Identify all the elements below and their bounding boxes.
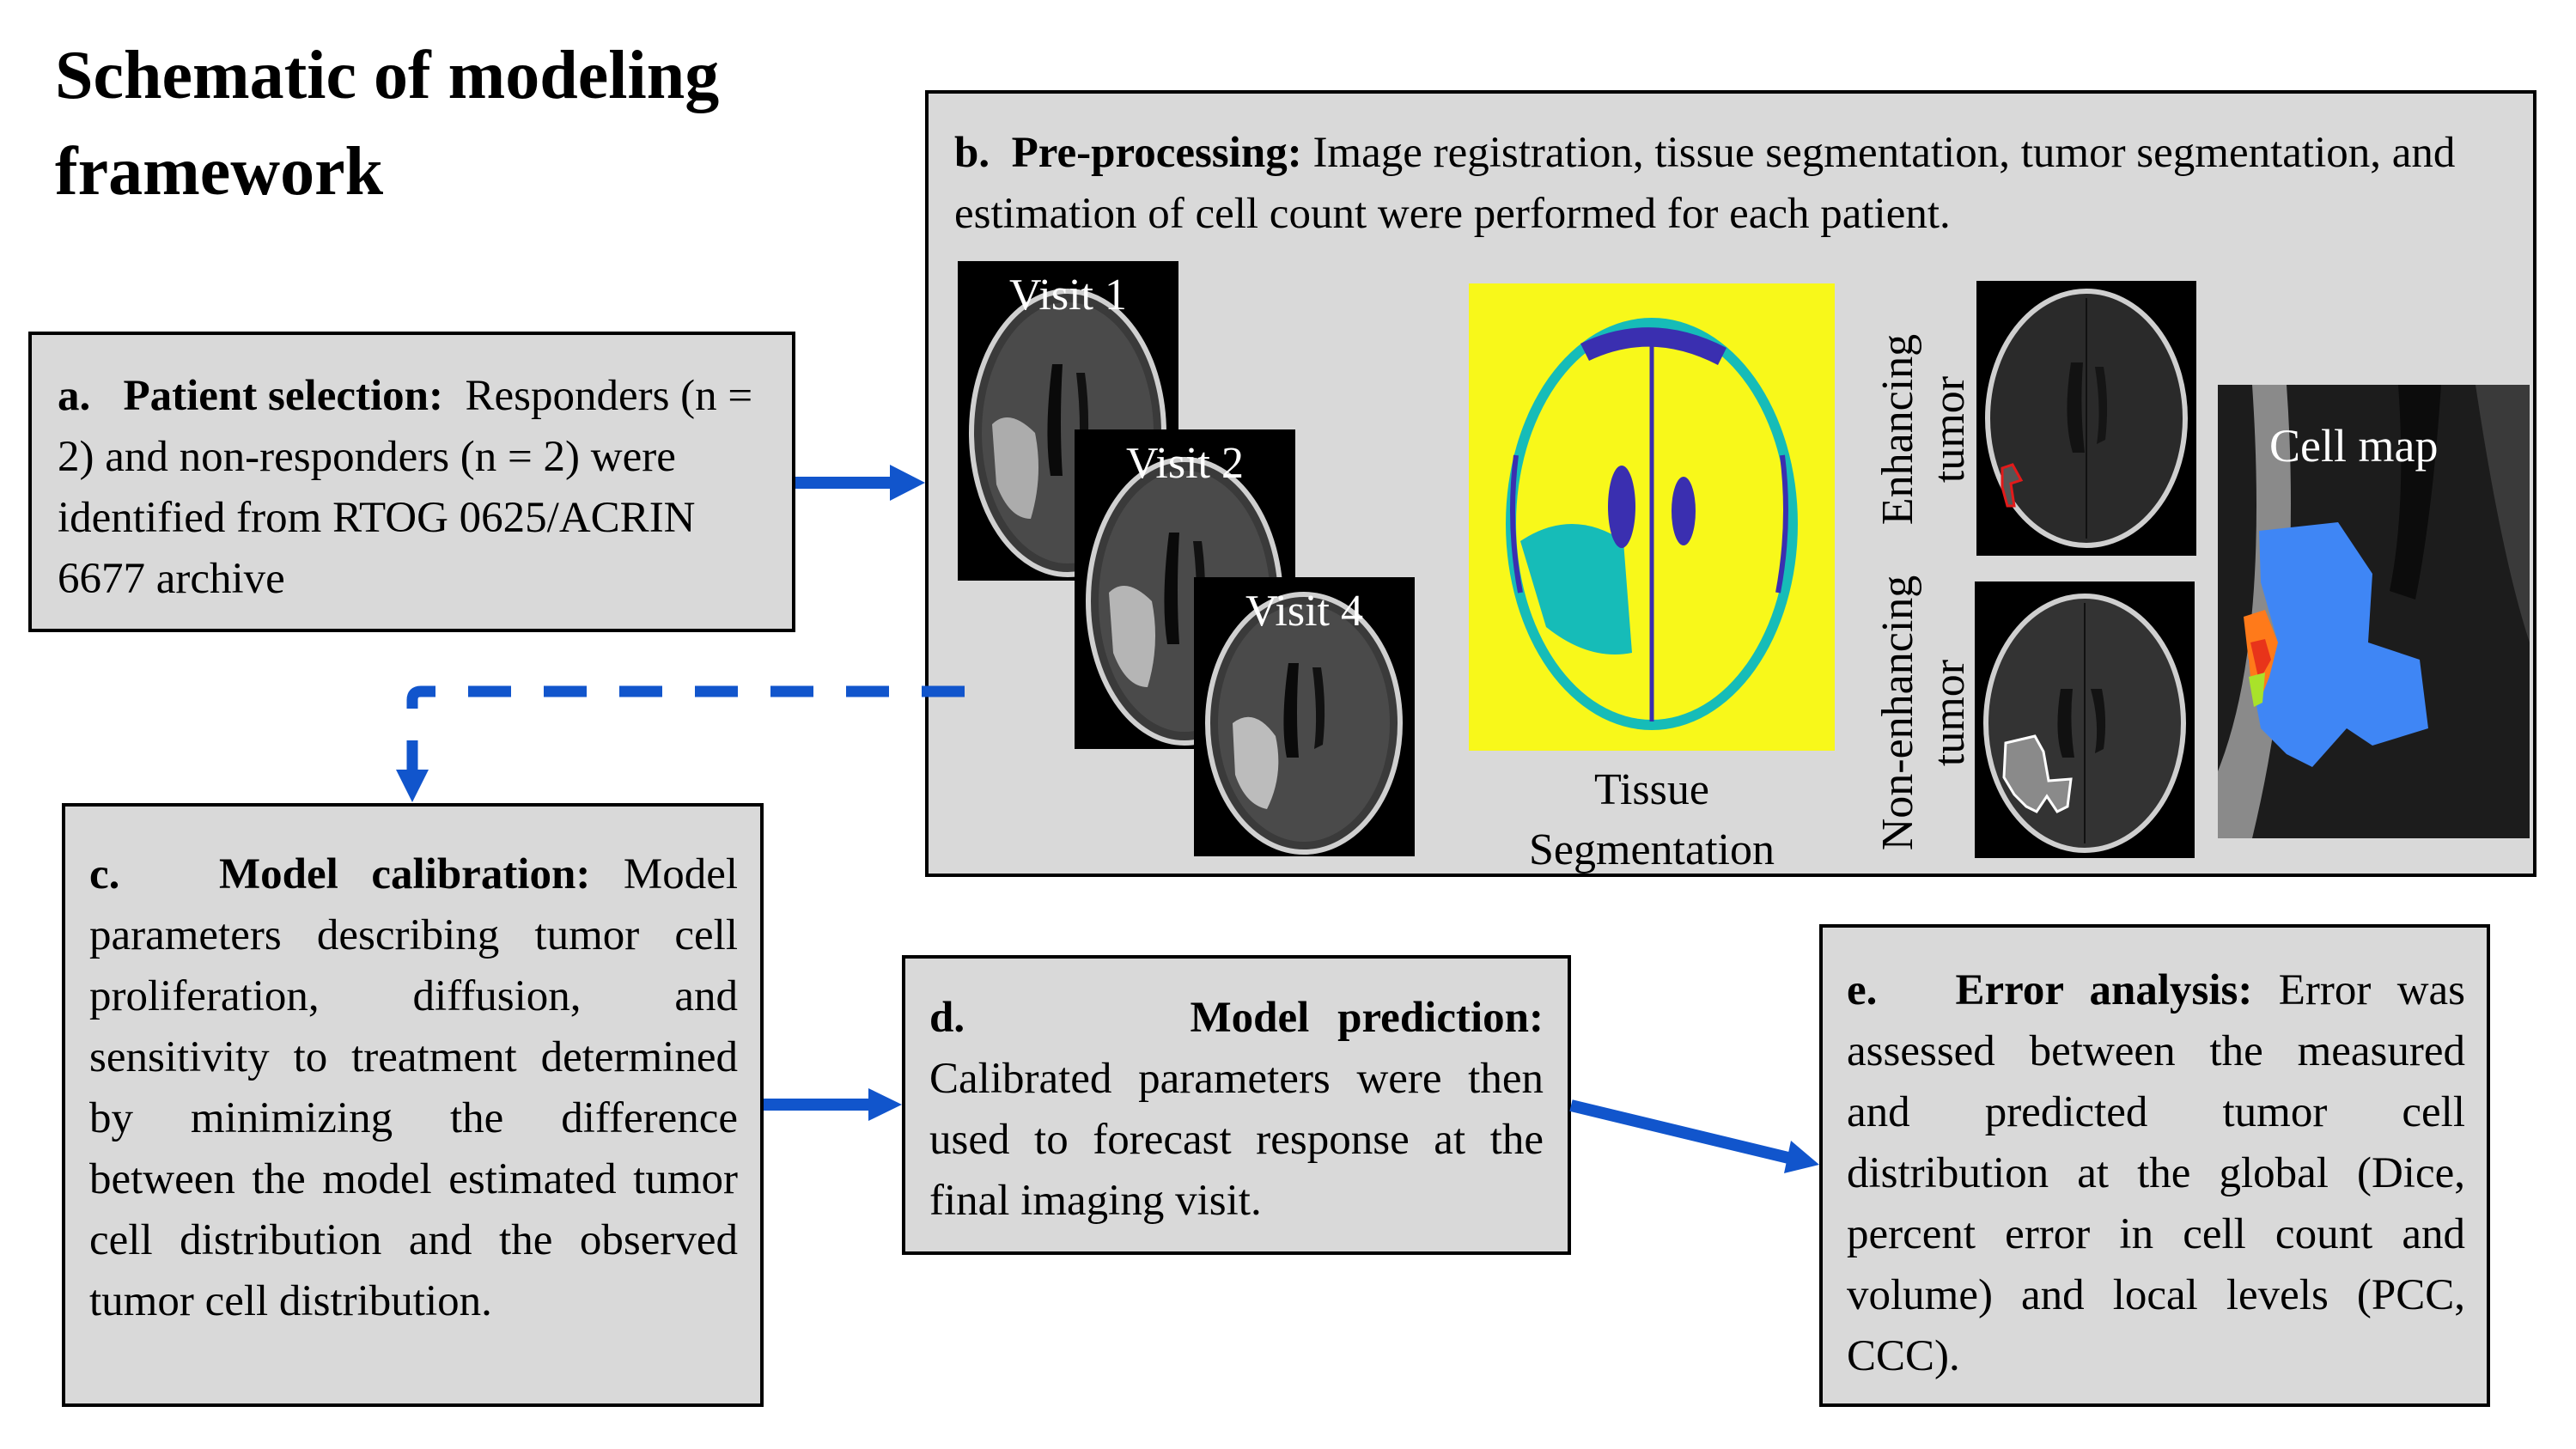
tissue-segmentation-label: Tissue Segmentation — [1469, 760, 1835, 880]
enhancing-tumor-label: Enhancing tumor — [1873, 301, 1976, 558]
box-b-body: Image registration, tissue segmentation,… — [954, 129, 2456, 238]
box-model-calibration: c. Model calibration: Model parameters d… — [62, 803, 764, 1407]
arrow-d-to-e — [1569, 1099, 1819, 1173]
cell-map-label: Cell map — [2269, 420, 2439, 472]
box-d-letter: d. — [929, 994, 965, 1042]
box-c-body: Model parameters describing tumor cell p… — [89, 850, 739, 1325]
box-e-text: e. Error analysis: Error was assessed be… — [1847, 960, 2465, 1387]
box-c-letter: c. — [89, 850, 120, 898]
arrow-a-to-b — [795, 465, 925, 501]
mri-nonenhancing-tumor — [1975, 581, 2195, 858]
brain-scan-icon — [1985, 289, 2188, 548]
nonenhancing-tumor-label: Non-enhancing tumor — [1873, 554, 1976, 872]
box-error-analysis: e. Error analysis: Error was assessed be… — [1819, 924, 2490, 1407]
tissue-segmentation-image — [1469, 283, 1835, 751]
arrow-c-to-d — [764, 1088, 902, 1121]
cell-map-heatmap-icon — [2218, 385, 2530, 838]
box-model-prediction: d. Model prediction: Calibrated paramete… — [902, 955, 1571, 1255]
box-e-letter: e. — [1847, 966, 1878, 1014]
tissue-label-line1: Tissue — [1594, 765, 1709, 814]
box-c-text: c. Model calibration: Model parameters d… — [89, 844, 738, 1332]
box-a-heading: Patient selection: — [123, 372, 443, 420]
box-a-body: Responders (n = 2) and non-responders (n… — [58, 372, 753, 603]
figure-title: Schematic of modeling framework — [55, 38, 720, 210]
box-e-body: Error was assessed between the measured … — [1847, 966, 2466, 1380]
brain-scan-icon — [1205, 592, 1403, 855]
visit-2-label: Visit 2 — [1125, 439, 1244, 488]
nonenhancing-label-line2: tumor — [1925, 659, 1974, 767]
visit-1-label: Visit 1 — [1008, 271, 1127, 320]
segmentation-map-icon — [1506, 318, 1798, 730]
box-d-body: Calibrated parameters were then used to … — [929, 1055, 1544, 1225]
enhancing-label-line1: Enhancing — [1873, 333, 1922, 526]
enhancing-label-line2: tumor — [1925, 375, 1974, 484]
mri-enhancing-tumor — [1976, 281, 2196, 556]
box-c-heading: Model calibration: — [219, 850, 591, 898]
cell-map-image: Cell map — [2218, 385, 2530, 838]
tissue-label-line2: Segmentation — [1529, 825, 1775, 874]
box-patient-selection: a. Patient selection: Responders (n = 2)… — [28, 332, 795, 632]
box-a-letter: a. — [58, 372, 91, 420]
dashed-arrow-b-to-c — [396, 685, 965, 802]
mri-visit-4: Visit 4 — [1194, 577, 1415, 856]
box-b-letter: b. — [954, 129, 990, 177]
visit-4-label: Visit 4 — [1245, 587, 1363, 636]
box-e-heading: Error analysis: — [1955, 966, 2253, 1014]
box-d-text: d. Model prediction: Calibrated paramete… — [929, 988, 1544, 1232]
box-d-heading: Model prediction: — [1190, 994, 1544, 1042]
box-b-heading: Pre-processing: — [1011, 129, 1302, 177]
nonenhancing-label-line1: Non-enhancing — [1873, 575, 1922, 851]
box-b-text: b. Pre-processing: Image registration, t… — [954, 123, 2509, 245]
box-a-text: a. Patient selection: Responders (n = 2)… — [58, 366, 770, 610]
brain-scan-icon — [1983, 594, 2186, 853]
